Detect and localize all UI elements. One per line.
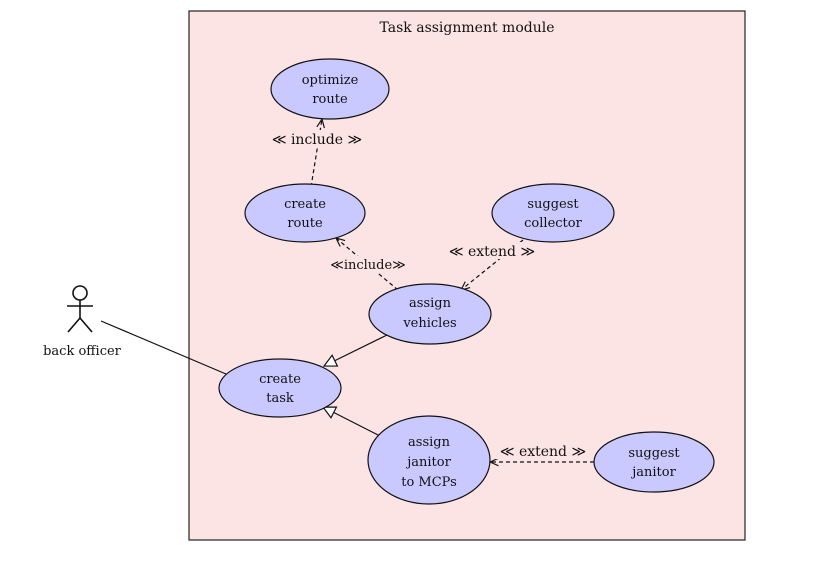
extend-label-suggest-collector: ≪ extend ≫ <box>449 244 535 260</box>
svg-text:suggest: suggest <box>628 446 680 461</box>
usecase-assign-janitor: assign janitor to MCPs <box>367 415 491 505</box>
svg-text:route: route <box>312 92 348 107</box>
svg-text:assign: assign <box>408 435 451 450</box>
system-title: Task assignment module <box>380 20 555 36</box>
svg-text:vehicles: vehicles <box>402 316 456 331</box>
svg-text:assign: assign <box>409 296 452 311</box>
include-label-create-route: ≪include≫ <box>330 258 406 273</box>
svg-text:route: route <box>287 216 323 231</box>
svg-text:task: task <box>266 391 294 406</box>
svg-text:collector: collector <box>524 216 582 231</box>
generalization-assign-vehicles <box>324 334 388 366</box>
actor-label: back officer <box>43 344 122 359</box>
actor-back-officer <box>67 285 93 333</box>
include-label-optimize-route: ≪ include ≫ <box>272 132 362 148</box>
generalization-assign-janitor <box>323 407 381 437</box>
usecase-optimize-route: optimize route <box>270 58 390 120</box>
actor-head <box>72 285 88 301</box>
svg-text:create: create <box>284 197 326 212</box>
svg-text:create: create <box>259 372 301 387</box>
usecase-suggest-collector: suggest collector <box>491 183 615 243</box>
actor-right-leg <box>79 317 93 333</box>
usecase-create-route: create route <box>244 183 366 243</box>
svg-text:janitor: janitor <box>405 455 451 470</box>
svg-text:optimize: optimize <box>302 73 359 88</box>
svg-text:suggest: suggest <box>527 197 579 212</box>
extend-label-suggest-janitor: ≪ extend ≫ <box>500 444 586 460</box>
svg-text:to MCPs: to MCPs <box>401 475 457 490</box>
extend-arrow-suggest-collector <box>461 239 524 290</box>
usecase-suggest-janitor: suggest janitor <box>593 431 715 493</box>
actor-left-leg <box>67 317 81 333</box>
usecase-assign-vehicles: assign vehicles <box>368 283 492 345</box>
usecase-create-task: create task <box>218 358 342 418</box>
association-back-officer-create-task <box>100 320 227 375</box>
svg-text:janitor: janitor <box>630 465 676 480</box>
